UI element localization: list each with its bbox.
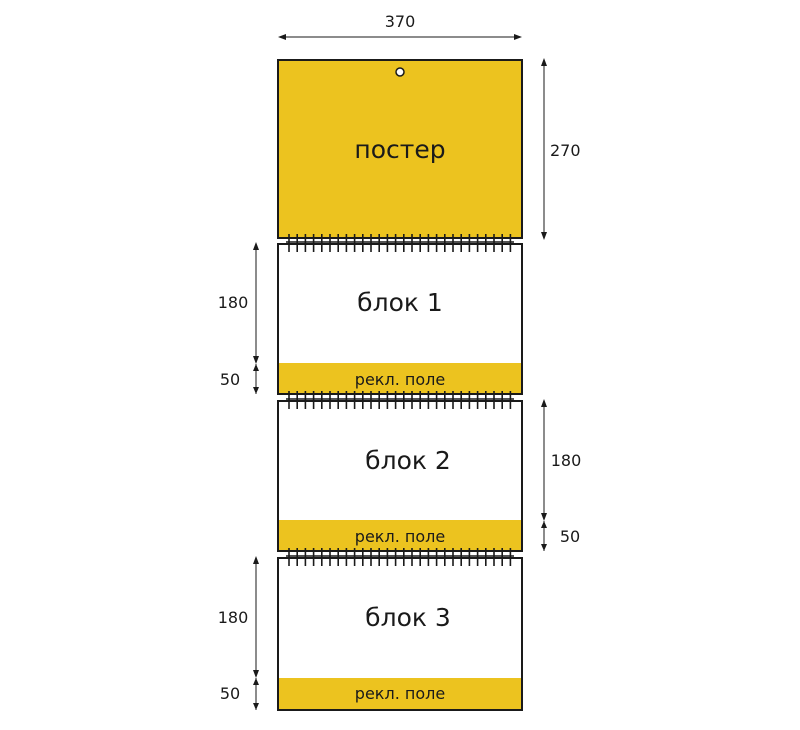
block-3-height-arrow-top — [253, 556, 259, 564]
spiral-binding-3 — [286, 548, 514, 566]
block-2-ad-height-dimension: 50 — [541, 521, 580, 551]
block-1-height-label: 180 — [218, 293, 249, 312]
block-3-ad-height-dimension: 50 — [220, 678, 259, 710]
width-dimension-label: 370 — [385, 12, 416, 31]
block-2-height-arrow-top — [541, 399, 547, 407]
block-3: блок 3 рекл. поле — [277, 557, 523, 711]
block-1-ad-strip — [279, 363, 521, 393]
block-2-height-arrow-bottom — [541, 513, 547, 521]
block-1-ad-height-label: 50 — [220, 370, 240, 389]
spiral-binding-1 — [286, 234, 514, 252]
poster-height-arrow-top — [541, 58, 547, 66]
poster-panel: постер — [277, 59, 523, 239]
block-1: блок 1 рекл. поле — [277, 243, 523, 395]
block-2-ad-height-label: 50 — [560, 527, 580, 546]
poster-height-dimension: 270 — [541, 58, 581, 240]
block-3-label: блок 3 — [365, 603, 451, 632]
block-2-ad-label: рекл. поле — [355, 527, 445, 546]
block-2-ad-arrow-bottom — [541, 544, 547, 551]
poster-label: постер — [354, 135, 445, 164]
block-1-height-arrow-top — [253, 242, 259, 250]
block-2-height-label: 180 — [551, 451, 582, 470]
block-3-height-label: 180 — [218, 608, 249, 627]
poster-height-arrow-bottom — [541, 232, 547, 240]
block-2-height-dimension: 180 — [541, 399, 581, 521]
block-1-ad-arrow-bottom — [253, 387, 259, 394]
block-2: блок 2 рекл. поле — [277, 400, 523, 552]
block-3-ad-arrow-top — [253, 678, 259, 685]
block-2-ad-strip — [279, 520, 521, 550]
block-3-height-arrow-bottom — [253, 670, 259, 678]
block-1-height-arrow-bottom — [253, 356, 259, 364]
block-1-ad-label: рекл. поле — [355, 370, 445, 389]
block-3-ad-height-label: 50 — [220, 684, 240, 703]
width-arrow-right — [514, 34, 522, 40]
width-arrow-left — [278, 34, 286, 40]
block-2-ad-arrow-top — [541, 521, 547, 528]
block-3-height-dimension: 180 — [218, 556, 259, 678]
block-3-ad-strip — [279, 678, 521, 709]
spiral-binding-2 — [286, 391, 514, 409]
block-1-ad-height-dimension: 50 — [220, 364, 259, 394]
block-3-ad-arrow-bottom — [253, 703, 259, 710]
block-1-label: блок 1 — [357, 288, 443, 317]
block-2-label: блок 2 — [365, 446, 451, 475]
poster-height-label: 270 — [550, 141, 581, 160]
width-dimension: 370 — [278, 12, 522, 40]
hanging-hole — [395, 67, 405, 77]
block-3-ad-label: рекл. поле — [355, 684, 445, 703]
poster-rect — [277, 59, 523, 239]
block-1-ad-arrow-top — [253, 364, 259, 371]
block-1-height-dimension: 180 — [218, 242, 259, 364]
